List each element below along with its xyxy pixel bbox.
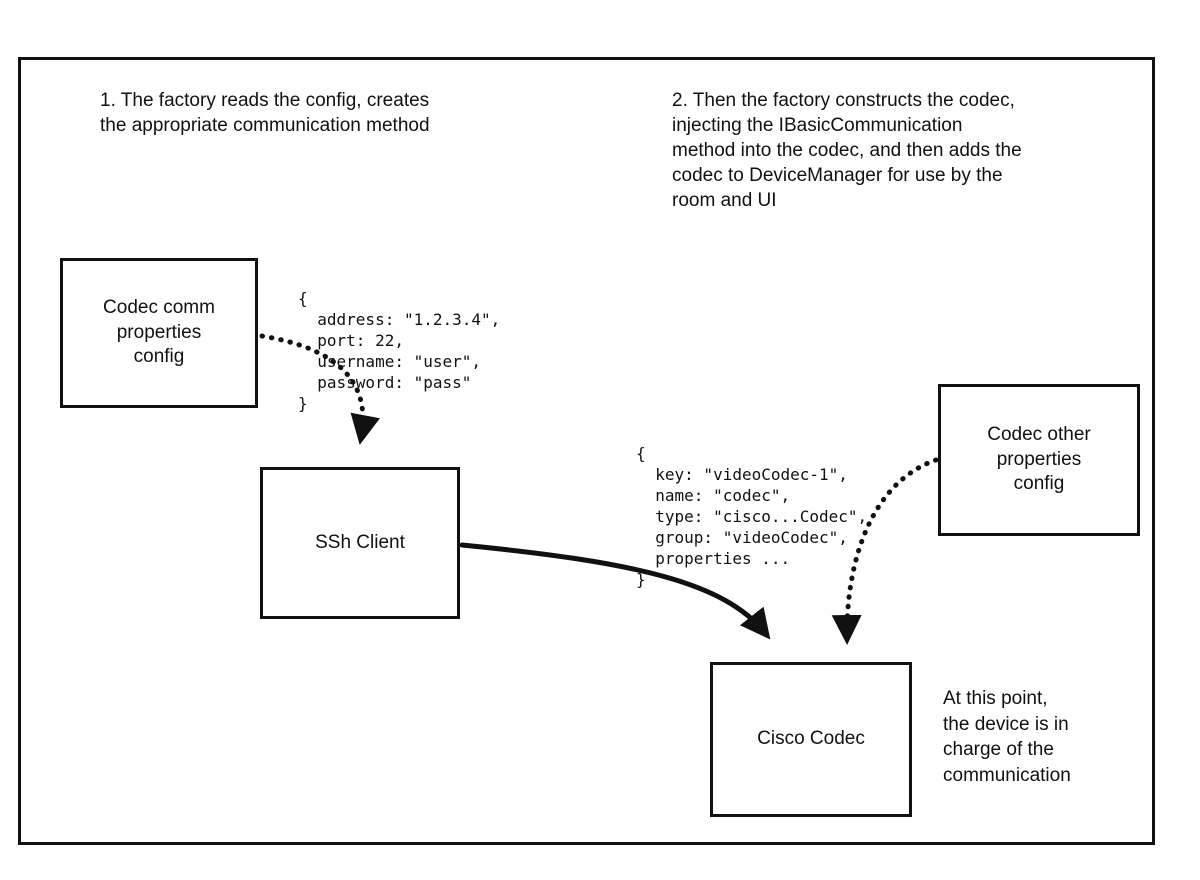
node-cisco-codec: Cisco Codec xyxy=(710,662,912,817)
code-comm-properties: { address: "1.2.3.4", port: 22, username… xyxy=(298,289,501,413)
step1-annotation: 1. The factory reads the config, creates… xyxy=(100,90,430,137)
step2-annotation: 2. Then the factory constructs the codec… xyxy=(672,90,1022,212)
node-codec-other-properties-config: Codec other properties config xyxy=(938,384,1140,536)
node-codec-comm-properties-config: Codec comm properties config xyxy=(60,258,258,408)
node-ssh-client: SSh Client xyxy=(260,467,460,619)
code-codec-properties: { key: "videoCodec-1", name: "codec", ty… xyxy=(636,444,868,589)
device-in-charge-note: At this point, the device is in charge o… xyxy=(943,688,1071,786)
